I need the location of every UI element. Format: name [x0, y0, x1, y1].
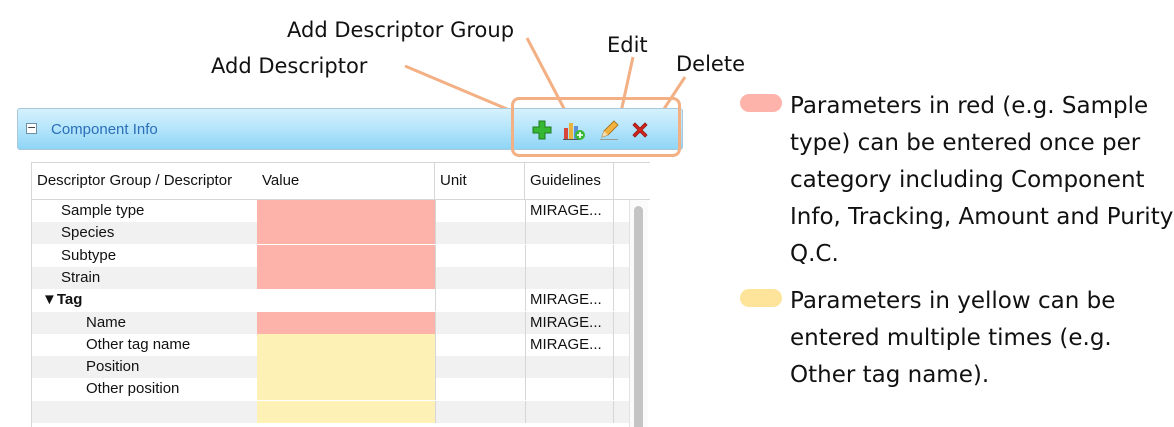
yellow-swatch [740, 289, 782, 307]
value-cell[interactable] [257, 333, 435, 356]
descriptor-name: Position [86, 358, 140, 376]
unit-cell[interactable] [435, 400, 525, 423]
callout-edit: Edit [607, 33, 648, 57]
guidelines-cell[interactable] [525, 244, 614, 267]
table-row[interactable]: Other position [32, 378, 632, 401]
callout-delete: Delete [676, 52, 745, 76]
guidelines-cell[interactable]: MIRAGE... [525, 311, 614, 334]
guidelines-cell[interactable]: MIRAGE... [525, 333, 614, 356]
pencil-icon [600, 120, 619, 140]
table-row[interactable]: Strain [32, 266, 632, 289]
guidelines-cell[interactable]: MIRAGE... [525, 289, 614, 312]
delete-button[interactable] [629, 119, 651, 141]
descriptor-name: Species [61, 224, 115, 242]
column-header-descriptor[interactable]: Descriptor Group / Descriptor [37, 172, 233, 189]
table-row[interactable]: Subtype [32, 244, 632, 267]
value-cell[interactable] [257, 200, 435, 222]
vertical-scrollbar[interactable] [629, 200, 648, 427]
guidelines-cell[interactable] [525, 378, 614, 401]
descriptor-name: Subtype [61, 246, 117, 264]
value-cell[interactable] [257, 311, 435, 334]
legend-yellow-text: Parameters in yellow can be entered mult… [790, 288, 1116, 388]
unit-cell[interactable] [435, 333, 525, 356]
table-row[interactable] [32, 400, 632, 423]
red-x-icon [632, 122, 648, 138]
unit-cell[interactable] [435, 378, 525, 401]
component-info-header: − Component Info [17, 108, 683, 150]
descriptor-name: Other position [86, 380, 180, 398]
guidelines-cell[interactable] [525, 222, 614, 245]
scrollbar-thumb[interactable] [634, 206, 643, 427]
value-cell[interactable] [257, 266, 435, 289]
descriptor-name: Name [86, 313, 127, 331]
column-header-guidelines[interactable]: Guidelines [525, 163, 614, 199]
table-row[interactable]: Position [32, 356, 632, 379]
unit-cell[interactable] [435, 311, 525, 334]
descriptor-name: Other tag name [86, 335, 191, 353]
table-row[interactable]: Sample type MIRAGE... [32, 200, 632, 222]
add-descriptor-group-button[interactable] [562, 119, 585, 141]
table-header: Descriptor Group / Descriptor Value Unit… [32, 163, 650, 200]
edit-button[interactable] [598, 119, 620, 141]
callout-add-descriptor-group: Add Descriptor Group [287, 18, 515, 42]
guidelines-cell[interactable] [525, 356, 614, 379]
descriptor-name: Strain [61, 268, 101, 286]
descriptor-table: Descriptor Group / Descriptor Value Unit… [31, 162, 650, 427]
value-cell[interactable] [257, 289, 435, 312]
guidelines-cell[interactable] [525, 400, 614, 423]
table-row[interactable]: Name MIRAGE... [32, 311, 632, 334]
collapse-toggle-icon[interactable]: − [26, 121, 37, 134]
bar-chart-plus-icon [563, 123, 585, 140]
green-plus-icon [532, 120, 552, 140]
table-row[interactable]: Other tag name MIRAGE... [32, 333, 632, 356]
value-cell[interactable] [257, 356, 435, 379]
value-cell[interactable] [257, 244, 435, 267]
unit-cell[interactable] [435, 289, 525, 312]
descriptor-name: Sample type [61, 202, 145, 219]
unit-cell[interactable] [435, 222, 525, 245]
value-cell[interactable] [257, 378, 435, 401]
table-row[interactable]: ▼Tag MIRAGE... [32, 289, 632, 312]
descriptor-name: ▼Tag [42, 291, 83, 309]
guidelines-cell[interactable]: MIRAGE... [525, 200, 614, 222]
descriptor-name [86, 401, 257, 423]
table-row[interactable]: Species [32, 222, 632, 245]
callout-add-descriptor: Add Descriptor [211, 54, 368, 78]
add-descriptor-button[interactable] [531, 119, 553, 141]
red-swatch [740, 94, 782, 112]
unit-cell[interactable] [435, 356, 525, 379]
column-header-unit[interactable]: Unit [435, 163, 525, 199]
toolbar-highlight-box [511, 97, 681, 157]
unit-cell[interactable] [435, 244, 525, 267]
value-cell[interactable] [257, 222, 435, 245]
unit-cell[interactable] [435, 200, 525, 222]
unit-cell[interactable] [435, 266, 525, 289]
value-cell[interactable] [257, 400, 435, 423]
guidelines-cell[interactable] [525, 266, 614, 289]
column-header-value[interactable]: Value [257, 163, 435, 199]
legend-red-text: Parameters in red (e.g. Sample type) can… [790, 93, 1174, 267]
panel-title: Component Info [51, 121, 158, 138]
